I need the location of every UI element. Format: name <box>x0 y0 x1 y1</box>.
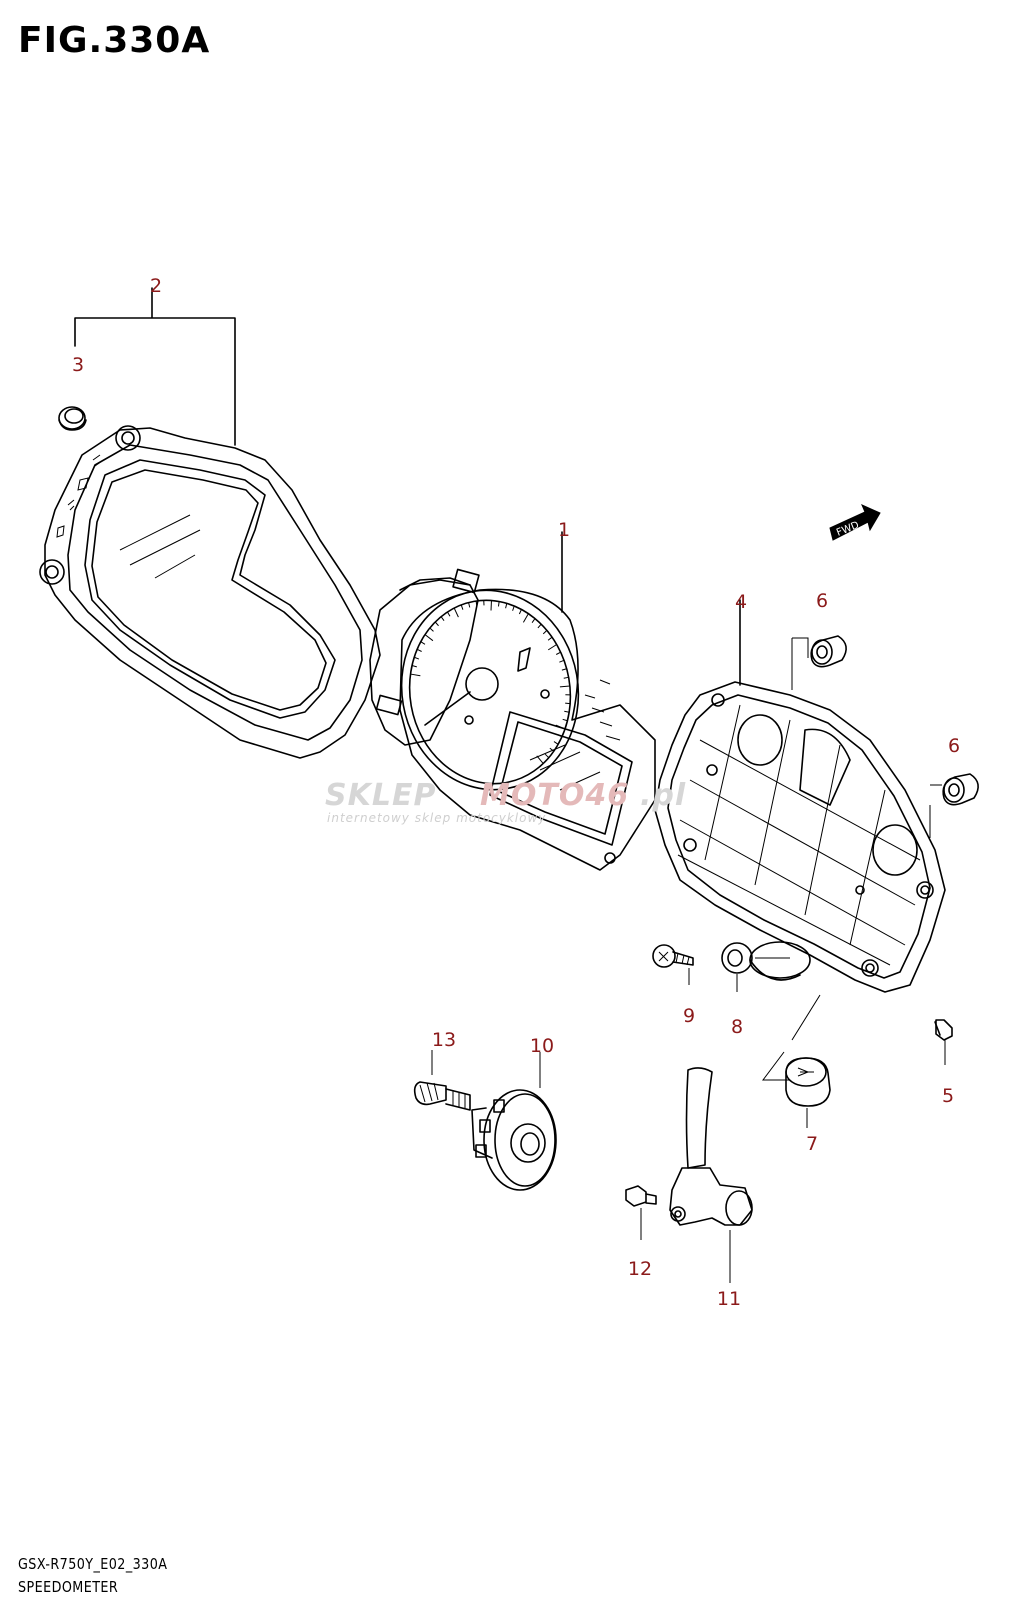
dial-tick <box>547 636 553 641</box>
callout-11: 11 <box>717 1288 741 1310</box>
callout-6-upper: 6 <box>816 590 828 612</box>
dial-tick <box>563 676 569 679</box>
dial-tick <box>460 604 464 610</box>
dial-tick <box>505 603 508 609</box>
damper-7 <box>762 994 831 1128</box>
speed-rotor-10 <box>471 1052 557 1191</box>
dial-tick <box>564 710 570 713</box>
callout-10: 10 <box>530 1035 554 1057</box>
callout-8: 8 <box>731 1016 743 1038</box>
section-name: SPEEDOMETER <box>18 1578 119 1596</box>
dial-tick <box>544 753 550 759</box>
dial-tick <box>547 644 557 651</box>
dial-tick <box>475 600 478 607</box>
callout-13: 13 <box>432 1029 456 1051</box>
dial-tick <box>561 668 567 671</box>
meter-cover-assembly <box>39 287 381 759</box>
dial-tick <box>522 613 529 623</box>
callout-4: 4 <box>735 591 747 613</box>
watermark: SKLEP MOTO46 .pl internetowy sklep motoc… <box>325 778 686 825</box>
speed-sensor-11 <box>669 1067 753 1283</box>
watermark-brand-a: SKLEP <box>325 778 436 813</box>
dial-tick <box>490 600 492 611</box>
combination-meter <box>369 531 656 871</box>
dial-tick <box>414 656 420 660</box>
meter-bracket: FWD <box>654 504 946 993</box>
tachometer-ticks <box>410 600 571 764</box>
dial-tick <box>453 607 459 618</box>
callout-5: 5 <box>942 1085 954 1107</box>
dial-tick <box>420 641 426 645</box>
dial-tick <box>411 665 417 668</box>
dial-tick <box>553 741 559 745</box>
callout-3: 3 <box>72 354 84 376</box>
dial-tick <box>518 609 522 615</box>
dial-tick <box>483 600 485 606</box>
callout-6-lower: 6 <box>948 735 960 757</box>
bolt-12 <box>625 1185 657 1240</box>
grommet-6-upper <box>791 635 847 690</box>
screw-5 <box>934 1019 953 1065</box>
dial-tick <box>434 621 439 627</box>
dial-tick <box>416 648 422 652</box>
dial-tick <box>565 702 571 705</box>
dial-tick <box>555 651 561 655</box>
grommet-6-lower <box>929 773 979 838</box>
dial-tick <box>429 627 434 632</box>
dial-tick <box>565 694 571 696</box>
dial-tick <box>410 673 421 677</box>
screw-9 <box>652 944 694 985</box>
dial-tick <box>531 618 536 623</box>
dial-tick <box>497 601 500 607</box>
callout-9: 9 <box>683 1005 695 1027</box>
callout-12: 12 <box>628 1258 652 1280</box>
watermark-tagline: internetowy sklep motocyklowy <box>327 811 546 825</box>
model-code: GSX-R750Y_E02_330A <box>18 1555 168 1573</box>
dial-tick <box>424 634 434 642</box>
dial-tick <box>542 630 548 635</box>
dial-tick <box>512 605 515 611</box>
dial-tick <box>562 718 568 722</box>
bolt-13 <box>413 1050 471 1111</box>
cushion-3 <box>58 406 87 431</box>
dial-tick <box>559 659 565 663</box>
forward-label: FWD <box>835 520 861 539</box>
dial-tick <box>468 602 471 608</box>
washer-8 <box>721 942 790 992</box>
dial-tick <box>549 747 555 752</box>
callout-2: 2 <box>150 275 162 297</box>
callout-numbers: 1 2 3 4 5 6 6 7 8 9 10 11 12 13 <box>72 275 960 1310</box>
dial-tick <box>440 616 445 621</box>
figure-title: FIG.330A <box>18 20 211 61</box>
forward-direction-arrow: FWD <box>829 504 881 541</box>
dial-tick <box>537 623 542 629</box>
watermark-brand-c: .pl <box>640 778 686 813</box>
callout-1: 1 <box>558 519 570 541</box>
dial-tick <box>447 611 451 617</box>
dial-tick <box>559 685 570 688</box>
callout-7: 7 <box>806 1133 818 1155</box>
watermark-brand-b: MOTO46 <box>480 778 629 813</box>
